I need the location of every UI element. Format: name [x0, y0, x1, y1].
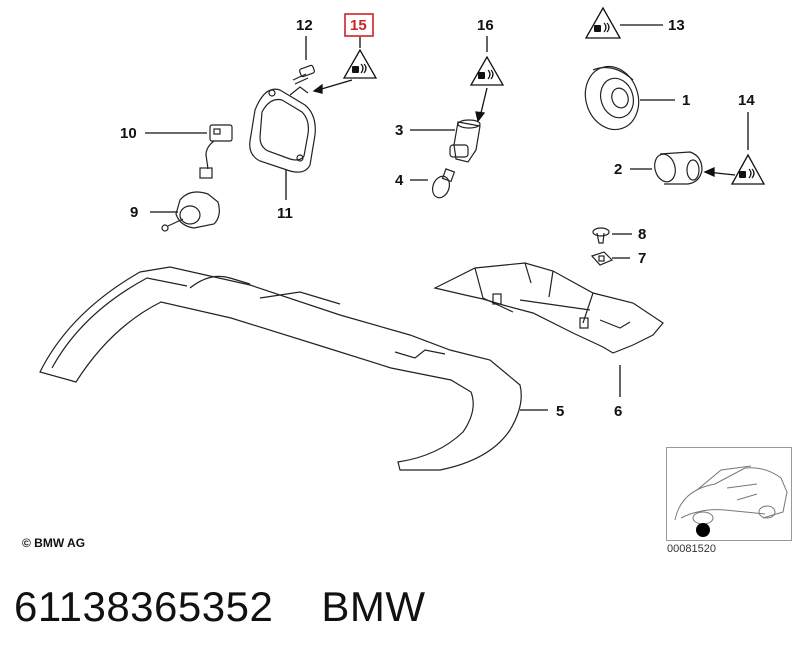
bulb-socket-icon [449, 119, 481, 163]
callout-7: 7 [638, 250, 646, 267]
callout-11: 11 [277, 205, 293, 222]
part-number: 61138365352 [14, 583, 274, 630]
callout-2: 2 [614, 161, 622, 178]
screw-icon [292, 64, 315, 85]
callout-6: 6 [614, 403, 622, 420]
copyright-text: © BMW AG [22, 536, 86, 550]
diagram-code: 00081520 [667, 543, 716, 555]
callout-9: 9 [130, 204, 138, 221]
car-thumbnail [666, 447, 792, 541]
sleeve-icon [654, 151, 703, 185]
bracket-icon [433, 262, 664, 354]
brand-name: BMW [321, 583, 426, 630]
callout-1: 1 [682, 92, 690, 109]
gasket-icon [39, 266, 522, 471]
clip-icon [590, 251, 614, 266]
connector-icon [199, 124, 233, 179]
callout-12: 12 [296, 17, 313, 34]
bulb-icon [431, 168, 456, 199]
highlight-box [344, 13, 374, 37]
callout-8: 8 [638, 226, 646, 243]
footer: 61138365352 BMW [14, 583, 473, 631]
callout-5: 5 [556, 403, 564, 420]
callout-15: 15 [350, 17, 367, 34]
small-screw-icon [592, 227, 610, 244]
motor-icon [161, 191, 220, 232]
lamp-ring-icon [584, 65, 640, 131]
headlight-adjuster-icon [249, 86, 316, 173]
callout-labels: 1 2 3 4 5 6 7 8 9 10 11 12 13 14 15 16 [120, 13, 755, 420]
callout-10: 10 [120, 125, 137, 142]
callout-13: 13 [668, 17, 685, 34]
callout-16: 16 [477, 17, 494, 34]
callout-3: 3 [395, 122, 403, 139]
callout-4: 4 [395, 172, 404, 189]
car-silhouette-icon [674, 465, 788, 537]
callout-14: 14 [738, 92, 755, 109]
